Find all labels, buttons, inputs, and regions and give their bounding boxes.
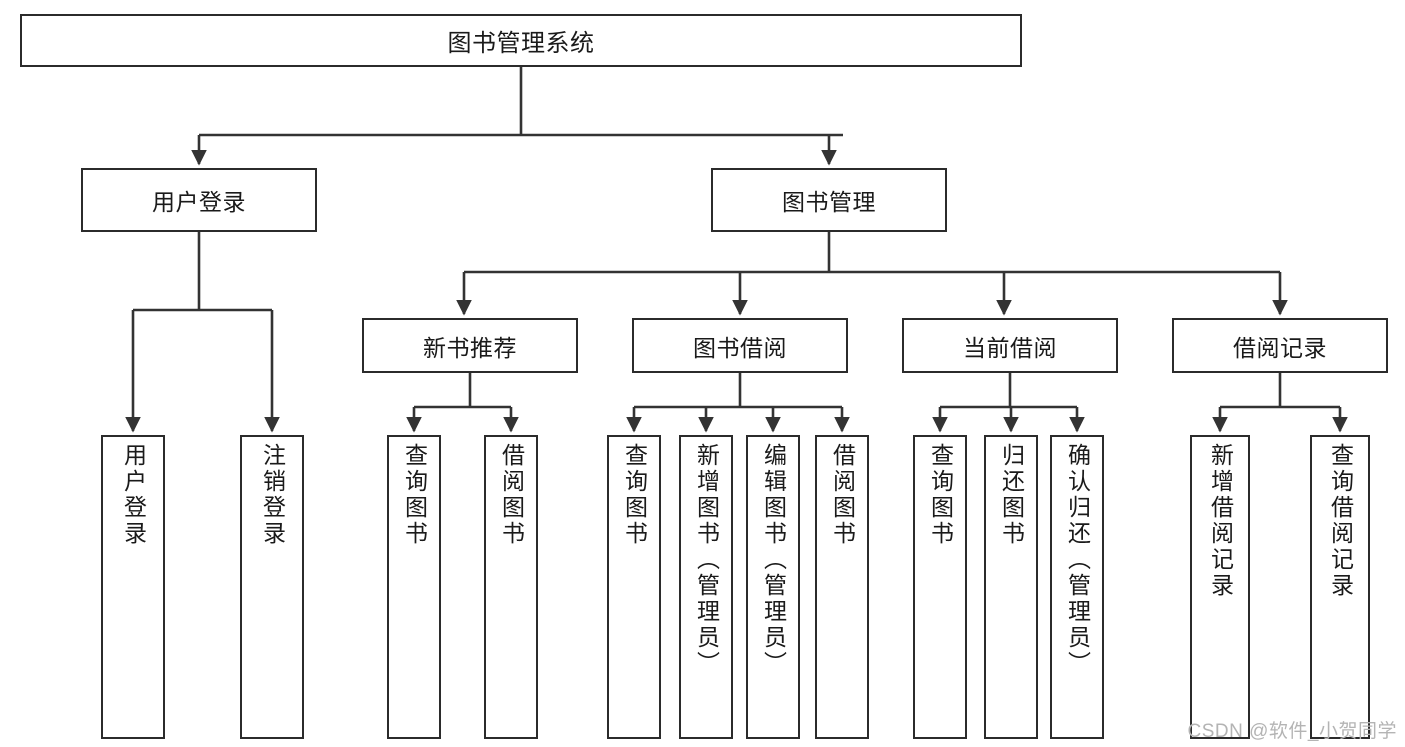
node-new-book-recommend[interactable]: 新书推荐: [362, 318, 578, 373]
leaf-return-book[interactable]: 归还图书: [984, 435, 1038, 739]
leaf-label: 新增图书（管理员）: [693, 443, 720, 677]
watermark: CSDN @软件_小贺同学: [1187, 721, 1397, 742]
node-book-management-label: 图书管理: [782, 189, 876, 215]
node-book-management[interactable]: 图书管理: [711, 168, 947, 232]
node-user-login[interactable]: 用户登录: [81, 168, 317, 232]
leaf-edit-book-admin[interactable]: 编辑图书（管理员）: [746, 435, 800, 739]
node-new-book-recommend-label: 新书推荐: [423, 334, 517, 361]
leaf-query-book-borrow[interactable]: 查询图书: [607, 435, 661, 739]
leaf-label: 注销登录: [259, 443, 286, 547]
leaf-label: 查询图书: [621, 443, 648, 547]
leaf-label: 查询借阅记录: [1327, 443, 1354, 599]
leaf-confirm-return-admin[interactable]: 确认归还（管理员）: [1050, 435, 1104, 739]
leaf-borrow-book[interactable]: 借阅图书: [815, 435, 869, 739]
leaf-label: 借阅图书: [829, 443, 856, 547]
leaf-add-book-admin[interactable]: 新增图书（管理员）: [679, 435, 733, 739]
node-root[interactable]: 图书管理系统: [20, 14, 1022, 67]
node-current-borrow[interactable]: 当前借阅: [902, 318, 1118, 373]
node-root-label: 图书管理系统: [447, 30, 595, 57]
leaf-query-borrow-record[interactable]: 查询借阅记录: [1310, 435, 1370, 739]
node-book-borrow-label: 图书借阅: [693, 334, 787, 361]
node-borrow-record[interactable]: 借阅记录: [1172, 318, 1388, 373]
leaf-add-borrow-record[interactable]: 新增借阅记录: [1190, 435, 1250, 739]
node-book-borrow[interactable]: 图书借阅: [632, 318, 848, 373]
node-borrow-record-label: 借阅记录: [1233, 334, 1327, 361]
leaf-borrow-book-newrec[interactable]: 借阅图书: [484, 435, 538, 739]
leaf-label: 用户登录: [120, 443, 147, 547]
leaf-label: 确认归还（管理员）: [1064, 443, 1091, 677]
node-user-login-label: 用户登录: [152, 189, 246, 215]
leaf-label: 新增借阅记录: [1207, 443, 1234, 599]
leaf-query-book-current[interactable]: 查询图书: [913, 435, 967, 739]
leaf-label: 归还图书: [998, 443, 1025, 547]
leaf-label: 编辑图书（管理员）: [760, 443, 787, 677]
leaf-query-book-newrec[interactable]: 查询图书: [387, 435, 441, 739]
leaf-logout[interactable]: 注销登录: [240, 435, 304, 739]
leaf-label: 查询图书: [401, 443, 428, 547]
leaf-label: 查询图书: [927, 443, 954, 547]
leaf-label: 借阅图书: [498, 443, 525, 547]
leaf-user-login[interactable]: 用户登录: [101, 435, 165, 739]
node-current-borrow-label: 当前借阅: [963, 334, 1057, 361]
